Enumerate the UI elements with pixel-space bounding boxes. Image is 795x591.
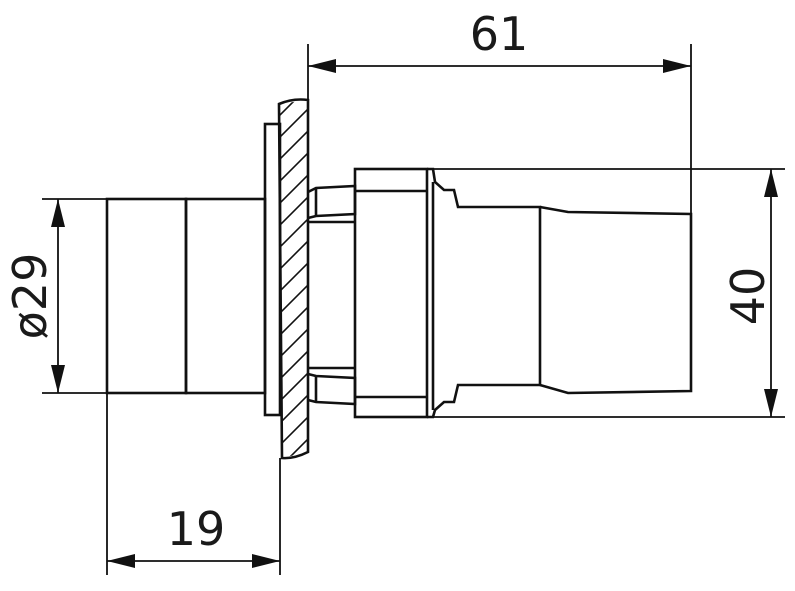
dimension-diameter: ø29 — [3, 199, 65, 393]
dimension-depth: 19 — [107, 502, 280, 568]
dimension-length: 61 — [308, 7, 691, 73]
bezel-ring — [263, 122, 282, 417]
depth-label: 19 — [167, 502, 226, 556]
arrowhead — [107, 554, 135, 568]
button-cap — [105, 197, 267, 395]
mounting-nut — [307, 184, 357, 406]
diameter-label: ø29 — [3, 253, 57, 340]
arrowhead — [764, 169, 778, 197]
switch-body — [353, 167, 542, 419]
dimension-height: 40 — [721, 169, 778, 417]
length-label: 61 — [470, 7, 529, 61]
height-label: 40 — [721, 267, 775, 326]
arrowhead — [51, 199, 65, 227]
arrowhead — [252, 554, 280, 568]
arrowhead — [764, 389, 778, 417]
extension-lines — [42, 44, 785, 575]
mounting-panel — [277, 98, 310, 460]
contact-block — [539, 205, 693, 395]
arrowhead — [308, 59, 336, 73]
arrowhead — [51, 365, 65, 393]
arrowhead — [663, 59, 691, 73]
